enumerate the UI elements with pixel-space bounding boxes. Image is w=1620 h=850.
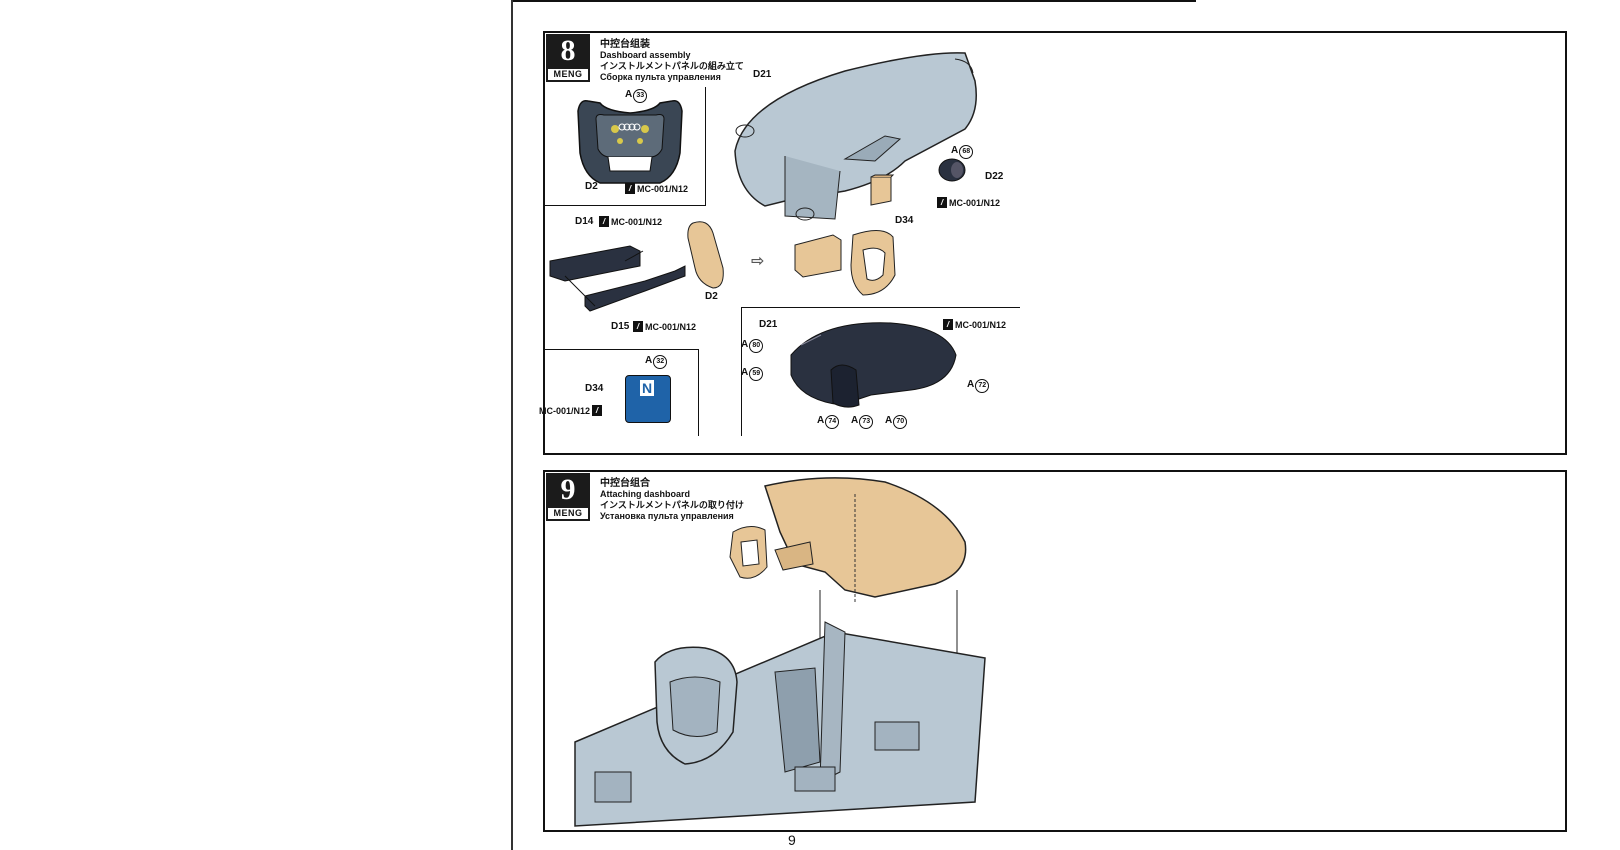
paint-code-text: MC-001/N12 (611, 216, 663, 227)
paint-code-text: MC-001/N12 (955, 319, 1007, 330)
label-d21: D21 (753, 69, 772, 80)
label-d2-side: D2 (705, 291, 718, 302)
title-ru: Сборка пульта управления (600, 72, 721, 82)
paint-icon: / (943, 319, 953, 330)
part-number-circle: 68 (959, 145, 974, 159)
cockpit-assembly-illustration (574, 477, 986, 827)
paint-code-4: /MC-001/N12 (633, 321, 696, 332)
step-8-panel: 8 MENG 中控台组装 Dashboard assembly インストルメント… (539, 31, 1567, 455)
paint-code-1: /MC-001/N12 (625, 183, 688, 194)
label-d21-back: D21 (759, 319, 778, 330)
part-number-circle: 80 (749, 339, 764, 353)
step-number: 9 (560, 473, 576, 506)
part-number-circle: 73 (859, 415, 874, 429)
part-number-circle: 74 (825, 415, 840, 429)
steering-wheel-side-illustration (687, 221, 724, 289)
step-badge: 8 MENG (546, 34, 590, 82)
label-d34: D34 (895, 215, 914, 226)
label-letter: A (817, 415, 825, 426)
label-letter: A (741, 339, 749, 350)
part-number-circle: 70 (893, 415, 908, 429)
step-number: 8 (560, 34, 576, 67)
step-badge: 9 MENG (546, 473, 590, 521)
title-en: Attaching dashboard (600, 489, 691, 499)
label-d22: D22 (985, 171, 1004, 182)
paint-icon: / (592, 405, 603, 416)
top-border-line (513, 0, 1196, 2)
label-d15: D15 (611, 321, 630, 332)
title-ru: Установка пульта управления (600, 511, 734, 521)
paint-code-text: MC-001/N12 (949, 197, 1001, 208)
part-number-circle: 72 (975, 379, 990, 393)
paint-icon: / (633, 321, 643, 332)
part-number-circle: 32 (653, 355, 668, 369)
direction-arrow-icon: ⇨ (751, 253, 765, 270)
label-letter: A (625, 89, 633, 100)
left-margin-line (511, 0, 513, 850)
paint-icon: / (599, 216, 609, 227)
paint-code-2: /MC-001/N12 (937, 197, 1000, 208)
part-number-circle: 33 (633, 89, 648, 103)
assembled-wheel-illustration (794, 230, 896, 296)
title-ja: インストルメントパネルの組み立て (600, 61, 744, 71)
title-zh: 中控台组装 (600, 39, 650, 50)
paint-code-text: MC-001/N12 (539, 405, 591, 416)
dashboard-back-illustration (790, 322, 957, 408)
label-letter: A (885, 415, 893, 426)
dashboard-d21-illustration (734, 52, 977, 221)
page-number: 9 (788, 832, 796, 848)
parts-d14-d15-illustration (549, 245, 686, 312)
paint-icon: / (937, 197, 947, 208)
label-letter: A (741, 367, 749, 378)
paint-code-text: MC-001/N12 (645, 321, 697, 332)
decal-inset (543, 349, 699, 436)
step-titles: 中控台组装 Dashboard assembly インストルメントパネルの組み立… (600, 39, 744, 83)
label-letter: A (951, 145, 959, 156)
label-letter: A (851, 415, 859, 426)
part-d22-illustration (938, 158, 966, 182)
dashboard-back-inset (741, 307, 1020, 436)
steering-wheel-illustration (577, 99, 683, 184)
step-9-panel: 9 MENG 中控台组合 Attaching dashboard インストルメン… (543, 470, 1567, 832)
paint-icon: / (625, 183, 635, 194)
brand-logo: MENG (548, 508, 588, 519)
paint-code-text: MC-001/N12 (637, 183, 689, 194)
label-d2-wheel: D2 (585, 181, 598, 192)
label-letter: A (967, 379, 975, 390)
part-d34-illustration (870, 174, 895, 206)
label-d14: D14 (575, 216, 594, 227)
label-letter: A (645, 355, 653, 366)
title-ja: インストルメントパネルの取り付け (600, 500, 744, 510)
label-d34-decal: D34 (585, 383, 604, 394)
paint-code-6: /MC-001/N12 (943, 319, 1006, 330)
title-en: Dashboard assembly (600, 50, 691, 60)
part-number-circle: 59 (749, 367, 764, 381)
decal-n-panel: N (625, 375, 671, 423)
paint-code-3: /MC-001/N12 (599, 216, 662, 227)
brand-logo: MENG (548, 69, 588, 80)
paint-code-5: MC-001/N12/ (539, 405, 603, 416)
title-zh: 中控台组合 (600, 478, 650, 489)
step-titles: 中控台组合 Attaching dashboard インストルメントパネルの取り… (600, 478, 744, 522)
steering-wheel-inset (545, 87, 706, 206)
decal-n-letter: N (640, 380, 654, 396)
